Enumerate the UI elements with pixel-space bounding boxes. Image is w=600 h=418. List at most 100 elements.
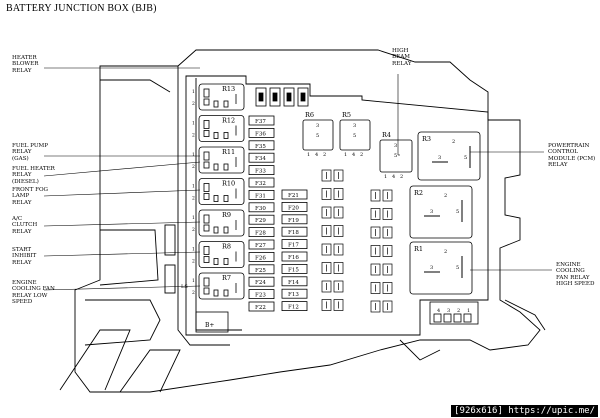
- pin-number: 2: [192, 101, 195, 107]
- mini-fuse: [382, 282, 393, 294]
- relay-label: R2: [414, 189, 423, 197]
- mini-fuse-grid: [321, 169, 393, 313]
- relay-label: R11: [222, 148, 235, 156]
- mini-fuse: [321, 262, 332, 274]
- label-engine-cooling-fan-high-relay: ENGINE COOLING FAN RELAY HIGH SPEED: [556, 262, 595, 288]
- fuse-label: F16: [288, 255, 299, 261]
- mini-fuse: [370, 208, 381, 220]
- label-start-inhibit-relay: START INHIBIT RELAY: [12, 247, 37, 266]
- pin-number: 5: [464, 155, 467, 161]
- fuse-label: F17: [288, 243, 299, 249]
- fuse-label: F27: [255, 243, 266, 249]
- pin-number: 2: [400, 174, 403, 180]
- fuse-f17: F17: [281, 239, 308, 250]
- mini-fuse: [321, 206, 332, 219]
- mini-fuse: [382, 208, 393, 220]
- fuse-f25: F25: [248, 264, 275, 275]
- pin-number: 1: [384, 174, 387, 180]
- mini-fuse: [321, 280, 332, 293]
- fuse-f32: F32: [248, 177, 275, 188]
- fuse-panel: [185, 75, 489, 336]
- pin-number: 5: [456, 265, 459, 271]
- mini-fuse: [382, 263, 393, 276]
- mini-fuse: [382, 300, 393, 313]
- pin-number: 1: [192, 247, 195, 253]
- label-fuel-pump-relay: FUEL PUMP RELAY (GAS): [12, 143, 49, 162]
- housing-outline: [59, 49, 546, 393]
- pin-number: 2: [192, 259, 195, 265]
- mini-fuse: [333, 262, 344, 274]
- mini-fuse: [333, 188, 344, 200]
- fuse-label: F18: [288, 230, 299, 236]
- fuse-f20: F20: [281, 201, 308, 212]
- label-front-fog-lamp-relay: FRONT FOG LAMP RELAY: [12, 187, 49, 206]
- pin-number: 2: [444, 249, 447, 255]
- pin-number: 2: [192, 227, 195, 233]
- mini-fuse: [255, 87, 267, 107]
- fuse-f37: F37: [248, 115, 275, 126]
- leader-lines: [43, 67, 552, 291]
- mini-fuse: [321, 188, 332, 200]
- pin-number: 1: [192, 278, 195, 284]
- label-pcm-relay: POWERTRAIN CONTROL MODULE (PCM) RELAY: [548, 143, 596, 169]
- fuse-label: F29: [255, 218, 266, 224]
- pin-number: 2: [360, 152, 363, 158]
- fuse-f12: F12: [281, 301, 308, 312]
- fuse-label: F25: [255, 268, 266, 274]
- mini-fuse: [370, 245, 381, 257]
- fuse-f15: F15: [281, 263, 308, 274]
- mini-fuse: [382, 226, 393, 239]
- connector-pin-1: 1: [467, 308, 470, 314]
- fuse-f31: F31: [248, 189, 275, 200]
- mini-fuse: [333, 280, 344, 293]
- pin-number: 2: [323, 152, 326, 158]
- mini-fuse: [269, 87, 281, 107]
- relay-label: R3: [422, 135, 431, 143]
- fuse-label: F12: [288, 305, 299, 311]
- fuse-label: F28: [255, 231, 266, 237]
- fuse-label: F30: [255, 206, 266, 212]
- mini-fuse: [333, 243, 344, 256]
- relay-label: R4: [382, 131, 391, 139]
- mini-fuse: [370, 263, 381, 276]
- bplus-label: B+: [205, 322, 214, 329]
- pin-number: 1: [307, 152, 310, 158]
- fuse-label: F21: [288, 193, 299, 199]
- mini-fuse: [333, 225, 344, 237]
- fuse-label: F23: [255, 293, 266, 299]
- mini-fuse: [297, 87, 309, 107]
- pin-number: 2: [192, 164, 195, 170]
- fuse-label: F24: [255, 280, 266, 286]
- pin-number: 1: [192, 121, 195, 127]
- fuse-f18: F18: [281, 226, 308, 237]
- pin-number: 3: [353, 123, 356, 129]
- fuse-label: F13: [288, 292, 299, 298]
- fuse-label: F33: [255, 169, 266, 175]
- pin-number: 3: [394, 143, 397, 149]
- fuse-f27: F27: [248, 239, 275, 250]
- pin-number: 1: [192, 89, 195, 95]
- mini-fuse: [382, 245, 393, 257]
- mini-fuse-row: [255, 87, 309, 107]
- pin-number: 1: [192, 215, 195, 221]
- fuse-f21: F21: [281, 189, 308, 200]
- fuse-label: F14: [288, 280, 299, 286]
- fuse-f26: F26: [248, 251, 275, 262]
- pin-number: 1: [344, 152, 347, 158]
- connector-pin-4: 4: [437, 308, 440, 314]
- mini-fuse: [370, 189, 381, 202]
- relay-label: R12: [222, 117, 235, 125]
- label-ac-clutch-relay: A/C CLUTCH RELAY: [12, 216, 38, 235]
